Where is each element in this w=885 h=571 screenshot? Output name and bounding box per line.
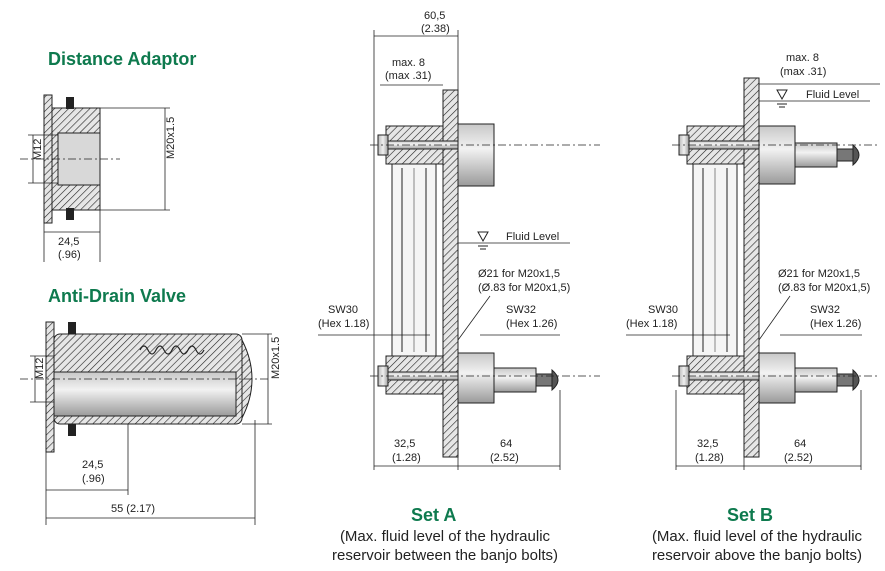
set-b-reservoir-wall [743,77,760,458]
set-b-drawing: max. 8 (max .31) Fluid Level Ø21 for M20… [626,52,880,470]
set-a-dim-right-in: (2.52) [490,452,519,464]
set-b-dia-in: (Ø.83 for M20x1,5) [778,282,870,294]
valve-length: 24,5 [82,459,103,471]
anti-drain-valve-title: Anti-Drain Valve [48,286,187,306]
set-a-fluid-level: Fluid Level [506,231,559,243]
set-b-dim-left-in: (1.28) [695,452,724,464]
set-b-sw32: SW32 [810,304,840,316]
distance-adaptor-seal-top [66,97,74,109]
valve-thread-right: M20x1.5 [270,337,282,379]
distance-adaptor-drawing: M12 M20x1.5 24,5 (.96) [20,94,177,262]
set-b-dim-right-in: (2.52) [784,452,813,464]
distance-adaptor-thread-right: M20x1.5 [165,117,177,159]
set-a-sw30-in: (Hex 1.18) [318,318,369,330]
set-a-sw32: SW32 [506,304,536,316]
set-b-sw30: SW30 [648,304,678,316]
set-a-dim-right: 64 [500,438,512,450]
set-a-reservoir-wall [442,89,459,458]
valve-flange [45,321,55,453]
distance-adaptor-thread-left: M12 [32,139,44,160]
set-b-caption-line1: (Max. fluid level of the hydraulic [651,528,863,545]
set-a-width-top-in: (2.38) [421,23,450,35]
set-b-caption: (Max. fluid level of the hydraulic reser… [632,527,882,565]
distance-adaptor-seal-bottom [66,208,74,220]
set-b-hex-nut-bottom [758,352,796,404]
set-b-max-in: (max .31) [780,66,826,78]
distance-adaptor-length-in: (.96) [58,249,81,261]
set-a-max-in: (max .31) [385,70,431,82]
set-a-title: Set A [411,505,457,525]
set-a-sw32-in: (Hex 1.26) [506,318,557,330]
set-b-hex-nut-top [758,125,796,185]
valve-spring [139,345,205,355]
set-b-sw32-in: (Hex 1.26) [810,318,861,330]
set-a-hex-nut-bottom [457,352,495,404]
set-a-max: max. 8 [392,57,425,69]
set-b-caption-line2: reservoir above the banjo bolts) [651,547,863,564]
set-b-dim-right: 64 [794,438,806,450]
set-a-hex-nut-top [457,123,495,187]
distance-adaptor-title: Distance Adaptor [48,49,197,69]
set-a-caption-line1: (Max. fluid level of the hydraulic [339,528,551,545]
set-b-title: Set B [727,505,774,525]
set-b-dia: Ø21 for M20x1,5 [778,268,860,280]
set-b-sw30-in: (Hex 1.18) [626,318,677,330]
set-a-dim-left: 32,5 [394,438,415,450]
anti-drain-valve-drawing: M12 M20x1.5 24,5 (.96) 55 (2.17) [20,321,282,525]
distance-adaptor-length: 24,5 [58,236,79,248]
set-a-drawing: 60,5 (2.38) max. 8 (max .31) Fluid Level… [318,10,600,470]
valve-overall: 55 (2.17) [111,503,155,515]
set-b-fluid-level: Fluid Level [806,89,859,101]
set-b-max: max. 8 [786,52,819,64]
set-a-dia: Ø21 for M20x1,5 [478,268,560,280]
set-a-sw30: SW30 [328,304,358,316]
set-a-width-top: 60,5 [424,10,445,22]
valve-thread-left: M12 [34,358,46,379]
set-a-caption-line2: reservoir between the banjo bolts) [332,547,558,564]
valve-length-in: (.96) [82,473,105,485]
set-a-caption: (Max. fluid level of the hydraulic reser… [320,527,570,565]
set-a-dia-in: (Ø.83 for M20x1,5) [478,282,570,294]
set-b-dim-left: 32,5 [697,438,718,450]
set-a-dim-left-in: (1.28) [392,452,421,464]
